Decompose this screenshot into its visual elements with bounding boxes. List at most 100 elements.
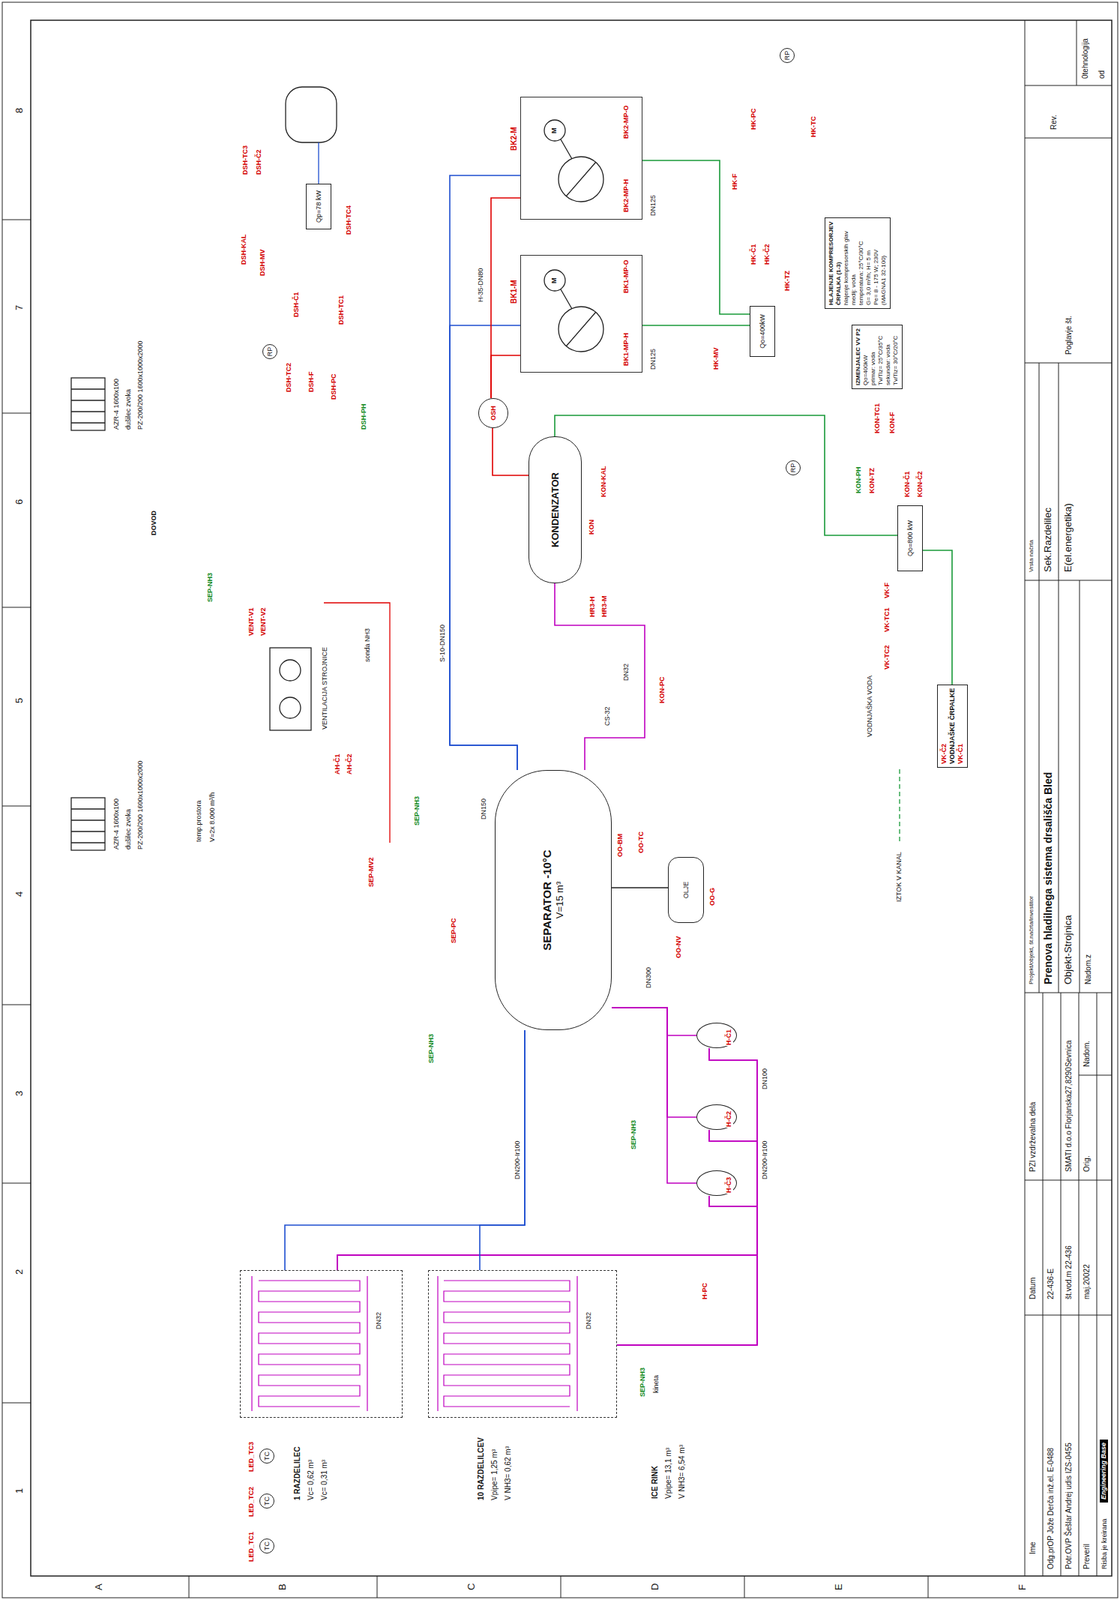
tag-label: HK-F [730, 173, 740, 192]
tag-label: KON-Č1 [903, 470, 912, 498]
tag-label: LED_TC1 [247, 1530, 256, 1563]
annotation-text: DN125 [649, 347, 658, 371]
tag-label: DSH-TC2 [284, 362, 294, 393]
path-shape [251, 1275, 368, 1411]
annotation-text: Ime [1028, 1540, 1038, 1555]
tag-label: KON-PH [854, 466, 863, 495]
node-text: Qo=800 kW [906, 520, 915, 557]
node-text: BK2-M [509, 125, 519, 152]
node-text: HLAJENJE KOMPRESORJEV [827, 221, 836, 306]
grid-reference: A [92, 1582, 105, 1591]
annotation-text: S-10-DN150 [438, 623, 447, 663]
pipe-connector [616, 1129, 758, 1345]
node-text: IZMENJALEC VV P2 [854, 328, 863, 386]
tag-label: HK-PC [749, 107, 758, 132]
annotation-text: PZ-200/200 1600x1000x2000 [136, 759, 145, 851]
node-text: Qo=400kW [862, 328, 870, 386]
polyline-shape [258, 1280, 360, 1407]
pump-symbol: H-Č3 [696, 1170, 737, 1196]
tag-label: AH-Č1 [333, 752, 342, 776]
annotation-text: DN32 [374, 1311, 384, 1330]
instrument-bubble: TC [259, 1538, 275, 1554]
pipe-connector [554, 415, 898, 536]
annotation-text: 0tehnologija [1081, 37, 1091, 80]
tag-label: VENT-V2 [259, 606, 268, 637]
annotation-text: Engineering Base [1099, 1439, 1109, 1503]
annotation-text: CS-32 [603, 705, 612, 727]
equipment-symbols [71, 86, 900, 851]
node-text: primar: voda [869, 328, 878, 386]
pipe-connector [337, 1195, 758, 1270]
node-text: Vc= 0,62 m³ [306, 1458, 316, 1501]
annotation-text: Nadom.z [1084, 953, 1094, 986]
note-box: IZMENJALEC VV P2Qo=400kWprimar: vodaTv/T… [851, 324, 903, 390]
node-text: VK-Č2 [940, 688, 949, 764]
node-text: Vc= 0,31 m³ [320, 1458, 330, 1501]
annotation-text: Nadom. [1082, 1039, 1092, 1068]
annotation-text: temp.prostora [194, 799, 204, 843]
annotation-text: Orig. [1082, 1154, 1092, 1173]
annotation-text: Objekt-Strojnica [1062, 914, 1074, 986]
instrument-bubble: TC [259, 1493, 275, 1509]
tag-label: SEP-NH3 [413, 795, 422, 827]
tag-label: OO-G [708, 886, 717, 907]
distributor-box: 10 RAZDELILCEVVpipe= 1,25 m³V NH3= 0,62 … [428, 1269, 617, 1418]
rink-coils [251, 1275, 578, 1411]
annotation-text: sonda NH3 [363, 627, 372, 663]
grid-reference: B [276, 1582, 288, 1591]
annotation-text: AZR-4 1600x100 [112, 797, 121, 851]
grid-reference: 8 [13, 107, 25, 114]
path-shape [1024, 20, 1097, 1576]
tag-label: SEP-NH3 [638, 1366, 647, 1398]
pump-symbol: OSH [478, 398, 509, 429]
annotation-text: DN300 [644, 966, 653, 989]
annotation-text: Preveril [1082, 1542, 1092, 1570]
grid-reference: 5 [13, 697, 25, 704]
annotation-text: VENTILACIJA STROJNICE [320, 646, 330, 731]
annotation-text: Vrsta načrta [1027, 539, 1036, 573]
path-shape [1039, 20, 1080, 993]
path-shape [437, 1275, 578, 1411]
tag-label: SEP-NH3 [629, 1119, 638, 1150]
rect-shape [285, 86, 337, 143]
annotation-text: DN32 [584, 1311, 593, 1330]
path-shape [71, 389, 105, 423]
pipe-connector [642, 160, 750, 315]
tag-label: KON-PC [658, 676, 667, 705]
annotation-text: dušilec zvoka [124, 388, 133, 431]
tag-label: SEP-MV2 [367, 856, 376, 888]
tag-label: HK-TZ [783, 269, 792, 292]
annotation-text: Odg.prOP Jože Derča inž.el. E-0488 [1046, 1446, 1056, 1570]
annotation-text: M [550, 277, 559, 285]
circle-shape [279, 697, 301, 719]
tag-label: VK-F [883, 581, 892, 599]
node-text: temperatura: 25°C/30°C [857, 221, 866, 306]
path-shape [1024, 85, 1112, 1315]
annotation-text: V NH3= 6,54 m³ [677, 1443, 687, 1500]
pipe-connector [449, 175, 521, 770]
annotation-text: DN200-Ir100 [760, 1139, 770, 1180]
tag-label: DSH-PH [359, 402, 369, 431]
note-box: VK-Č2VODNJAŠKE ČRPALKEVK-Č1 [937, 684, 968, 768]
circle-shape [544, 119, 566, 141]
pipe-connector [611, 1007, 697, 1118]
circle-shape [544, 269, 566, 291]
tag-label: AH-Č2 [345, 752, 354, 776]
grid-reference: E [832, 1582, 845, 1591]
node-text: G= 3,0 m³/h; H= 5 m [865, 221, 873, 306]
tag-label: H-PC [700, 1281, 710, 1300]
annotation-text: M [550, 127, 559, 135]
annotation-text: Projekt/objekt, št.načrta/investitor [1027, 895, 1036, 986]
node-text: OLJE [682, 881, 691, 899]
tag-label: KON-TC1 [873, 402, 882, 435]
instrument-bubble: RP [262, 344, 278, 360]
tag-label: HR3-H [588, 595, 597, 618]
tag-label: DSH-MV [258, 248, 267, 278]
node-text: Vpipe= 1,25 m³ [490, 1448, 500, 1501]
grid-reference: 6 [13, 498, 25, 506]
annotation-text: DN125 [649, 194, 658, 217]
grid-reference: 4 [13, 890, 25, 898]
node-text: SEPARATOR -10°C [540, 849, 555, 950]
grid-reference: 1 [13, 1487, 25, 1495]
